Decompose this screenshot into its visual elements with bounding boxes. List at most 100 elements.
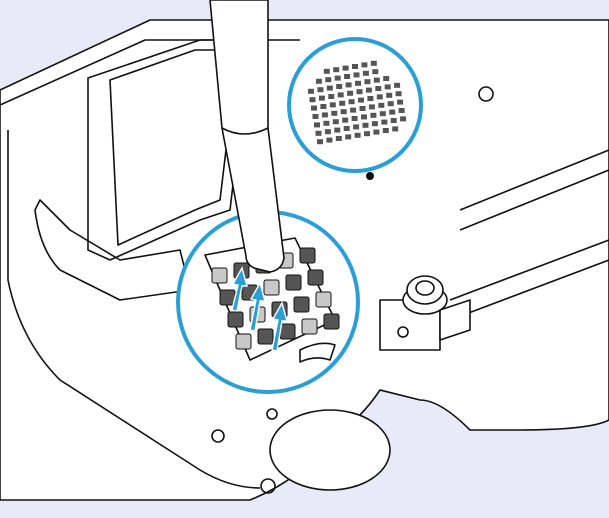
grille-slot	[384, 84, 391, 90]
grille-slot	[315, 78, 322, 84]
grille-slot	[389, 109, 396, 115]
grille-slot	[342, 117, 349, 123]
grille-slot	[383, 76, 390, 81]
grille-slot	[347, 90, 354, 96]
grille-slot	[371, 121, 378, 127]
grille-slot	[315, 130, 322, 136]
grille-slot	[312, 114, 319, 119]
screw-hole-top	[478, 86, 494, 102]
grille-slot	[400, 116, 407, 122]
grille-slot	[362, 122, 369, 128]
inner-panel-lower	[34, 199, 191, 301]
vacuum-nozzle-icon	[209, 0, 285, 273]
filter-cell	[219, 289, 236, 306]
upward-airflow-arrow-icon	[231, 266, 248, 312]
grille-slot	[379, 111, 386, 117]
grille-slot	[359, 106, 366, 111]
grille-slot	[373, 129, 380, 135]
filter-cell	[227, 311, 244, 328]
filter-cell	[307, 269, 324, 286]
screw-hole-bottom-left	[211, 429, 225, 443]
grille-slot	[333, 67, 340, 73]
grille-slot	[345, 82, 352, 88]
filter-cell	[279, 323, 296, 340]
grille-slot	[335, 136, 342, 141]
grille-slot	[343, 126, 350, 131]
magnified-air-filter	[176, 210, 360, 394]
grille-slot	[351, 116, 358, 121]
grille-slot	[339, 100, 346, 106]
housing-front-curve	[7, 130, 261, 489]
filter-cell	[263, 279, 280, 296]
indicator-dot	[366, 172, 374, 180]
grille-slot	[309, 97, 316, 103]
grille-slot	[355, 80, 361, 86]
grille-slot	[364, 131, 370, 137]
grille-slot	[348, 99, 355, 105]
side-rail-top	[459, 149, 609, 211]
grille-slot	[331, 110, 338, 116]
upward-airflow-arrow-icon	[271, 301, 288, 352]
grille-slot	[381, 119, 388, 125]
grille-slot	[352, 64, 358, 69]
foot-release-tab	[439, 299, 471, 341]
grille-slot	[324, 129, 331, 135]
grille-slot	[326, 85, 333, 91]
foot-cap	[415, 280, 435, 296]
grille-slot	[387, 101, 394, 107]
grille-slot	[361, 62, 368, 68]
grille-slot	[358, 97, 364, 103]
grille-slot	[320, 104, 327, 109]
grille-slot	[345, 134, 352, 140]
nozzle-body	[209, 0, 285, 273]
grille-slot	[342, 65, 349, 71]
screw-hole-bracket	[397, 326, 409, 338]
filter-cell	[293, 296, 310, 313]
filter-grille-icon	[308, 60, 407, 145]
grille-slot	[354, 132, 361, 138]
side-rail-lower	[449, 239, 609, 301]
grille-slot	[378, 102, 385, 108]
grille-slot	[356, 89, 363, 95]
filter-cell	[323, 313, 340, 330]
grille-slot	[376, 94, 383, 100]
grille-slot	[397, 99, 404, 105]
grille-slot	[370, 112, 377, 118]
grille-slot	[337, 92, 344, 98]
grille-slot	[395, 91, 402, 97]
grille-slot	[334, 127, 341, 133]
exhaust-drum	[269, 409, 391, 491]
grille-slot	[361, 114, 367, 120]
adjustable-foot-icon	[402, 275, 471, 341]
nozzle-seam	[221, 127, 269, 135]
grille-slot	[386, 92, 393, 98]
grille-slot	[390, 118, 397, 123]
grille-slot	[382, 128, 389, 133]
grille-slot	[392, 126, 399, 132]
grille-slot	[370, 60, 377, 66]
grille-slot	[334, 75, 341, 81]
grille-slot	[323, 68, 330, 74]
screw-hole-bottom	[260, 478, 276, 494]
grille-slot	[372, 69, 379, 75]
grille-slot	[318, 95, 325, 101]
grille-slot	[375, 86, 382, 91]
grille-slot	[350, 107, 357, 113]
grille-slot	[317, 87, 324, 93]
inner-panel-left-inset	[109, 49, 239, 246]
grille-slot	[326, 137, 333, 143]
grille-slot	[364, 79, 371, 85]
airflow-arrows	[231, 266, 288, 352]
grille-slot	[398, 108, 405, 113]
filter-cell	[257, 328, 274, 345]
grille-slot	[362, 70, 369, 76]
grille-slot	[323, 120, 330, 126]
screw-hole-mid	[266, 408, 278, 420]
grille-slot	[353, 124, 360, 130]
filter-cell	[235, 333, 252, 350]
grille-slot	[353, 72, 360, 78]
filter-tab	[299, 342, 336, 363]
grille-slot	[332, 119, 339, 125]
grille-slot	[308, 88, 314, 94]
